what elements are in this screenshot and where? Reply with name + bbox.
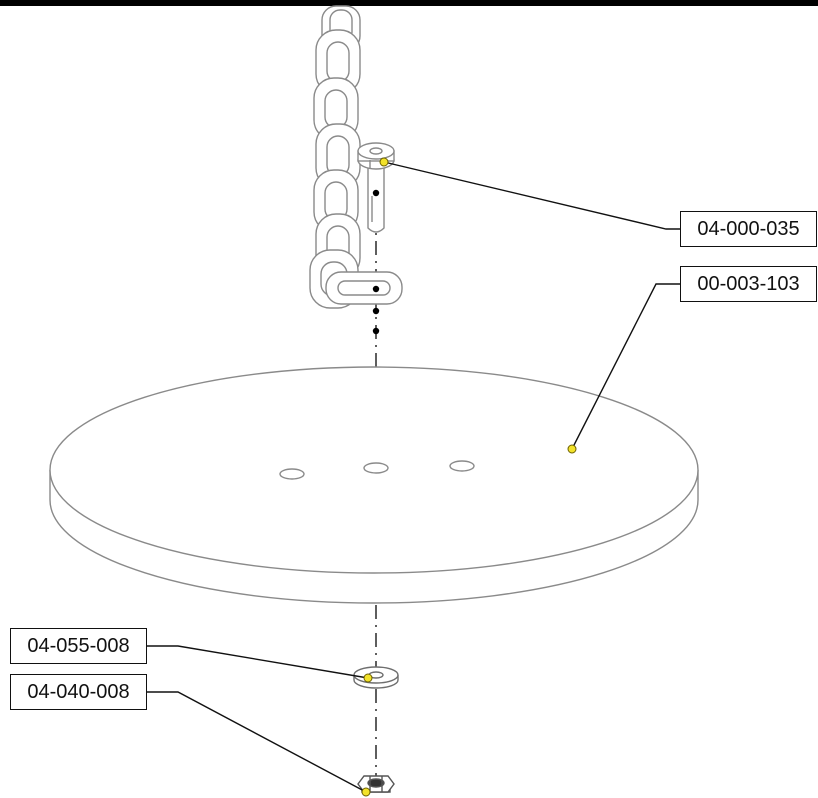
- disc-seat-icon: [49, 366, 699, 604]
- leader-lines: [146, 161, 680, 793]
- callout-markers: [361, 157, 577, 797]
- leader-04-000-035: [383, 161, 680, 230]
- callout-label-04-040-008: 04-040-008: [10, 674, 147, 710]
- clevis-pin-icon: [357, 142, 395, 233]
- leader-04-040-008: [146, 691, 367, 793]
- callout-label-00-003-103: 00-003-103: [680, 266, 817, 302]
- top-frame-rule: [0, 0, 818, 6]
- leader-00-003-103: [571, 283, 680, 450]
- washer-icon: [353, 666, 399, 689]
- leader-04-055-008: [146, 645, 369, 679]
- explode-path-dots: [372, 189, 380, 335]
- chain-icon: [309, 5, 403, 309]
- marker-00-003-103: [567, 444, 577, 454]
- marker-04-040-008: [361, 787, 371, 797]
- marker-04-055-008: [363, 673, 373, 683]
- callout-label-04-055-008: 04-055-008: [10, 628, 147, 664]
- marker-04-000-035: [379, 157, 389, 167]
- callout-label-04-000-035: 04-000-035: [680, 211, 817, 247]
